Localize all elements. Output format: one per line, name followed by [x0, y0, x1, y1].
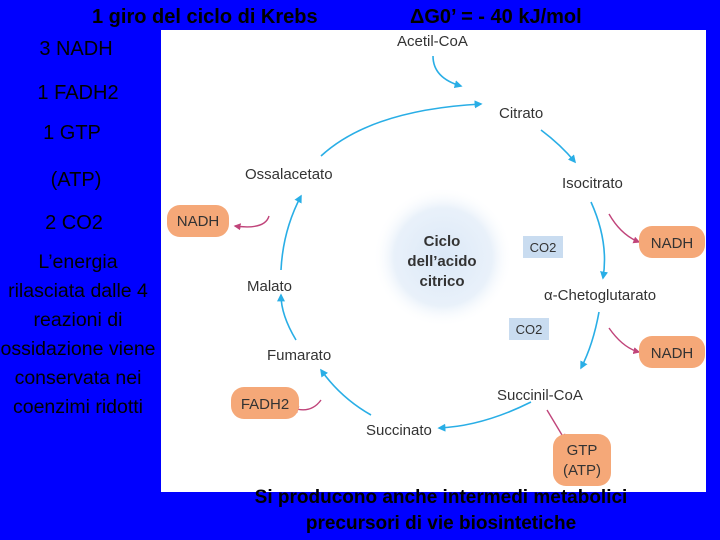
badge-nadh-ketoglutarate — [639, 336, 705, 368]
arrow-fumarate-malate — [277, 293, 297, 341]
badge-fadh2-label: FADH2 — [241, 396, 289, 413]
summary-gtp: 1 GTP — [43, 122, 101, 144]
summary-co2: 2 CO2 — [45, 212, 103, 234]
badge-co2-1-label: CO2 — [530, 240, 557, 255]
arrow-acetylcoa-entry — [432, 55, 463, 89]
badge-gtp-label: GTP — [567, 442, 598, 459]
arrow-to-nadh-isocitrate — [608, 213, 641, 244]
arrow-succinylcoa-succinate — [437, 401, 532, 432]
energy-description: L’energia rilasciata dalle 4 reazioni di… — [0, 248, 156, 422]
badge-nadh-malate — [167, 205, 229, 237]
footer-line1: Si producono anche intermedi metabolici — [254, 487, 628, 508]
center-glow — [373, 187, 513, 327]
summary-atp: (ATP) — [50, 169, 102, 191]
title-left: 1 giro del ciclo di Krebs — [92, 6, 318, 28]
arrow-ketoglutarate-succinylcoa — [580, 311, 600, 370]
badge-co2-1 — [523, 236, 563, 258]
metabolite-fumarate: Fumarato — [267, 347, 331, 364]
desc-rest: rilasciata dalle 4 reazioni di ossidazio… — [0, 280, 156, 418]
metabolite-ketoglutarate: α-Chetoglutarato — [544, 287, 656, 304]
metabolite-succinyl-coa: Succinil-CoA — [497, 387, 583, 404]
badge-nadh-isocitrate — [639, 226, 705, 258]
badge-co2-2-label: CO2 — [516, 322, 543, 337]
badge-nadh-malate-label: NADH — [177, 213, 220, 230]
arrow-oxaloacetate-citrate — [320, 100, 483, 157]
krebs-cycle-diagram: Acetil-CoA Citrato Isocitrato α-Chetoglu… — [167, 33, 705, 486]
title-right: ΔG0’ = - 40 kJ/mol — [410, 6, 582, 28]
metabolite-succinate: Succinato — [366, 422, 432, 439]
badge-gtp-atp — [553, 434, 611, 486]
diagram-panel: Acetil-CoA Citrato Isocitrato α-Chetoglu… — [161, 30, 706, 492]
arrow-to-nadh-malate — [233, 215, 270, 231]
badge-nadh-isocitrate-label: NADH — [651, 235, 694, 252]
metabolite-oxaloacetate: Ossalacetato — [245, 166, 333, 183]
arrow-malate-oxaloacetate — [280, 194, 302, 271]
center-title-line2: dell’acido — [407, 253, 476, 270]
center-title-line1: Ciclo — [424, 233, 461, 250]
summary-fadh2: 1 FADH2 — [37, 82, 119, 104]
metabolite-malate: Malato — [247, 278, 292, 295]
center-title-line3: citrico — [419, 273, 464, 290]
badge-co2-2 — [509, 318, 549, 340]
metabolite-isocitrate: Isocitrato — [562, 175, 623, 192]
arrow-to-nadh-ketoglutarate — [608, 327, 641, 355]
metabolite-citrate: Citrato — [499, 105, 543, 122]
summary-nadh: 3 NADH — [39, 38, 113, 60]
badge-fadh2 — [231, 387, 299, 419]
footer-line2: precursori di vie biosintetiche — [305, 513, 577, 534]
badge-nadh-ketoglutarate-label: NADH — [651, 345, 694, 362]
badge-atp-label: (ATP) — [563, 462, 601, 479]
arrow-citrate-isocitrate — [540, 129, 577, 164]
metabolite-acetyl-coa: Acetil-CoA — [397, 33, 468, 50]
arrow-isocitrate-ketoglutarate — [590, 201, 608, 280]
arrow-succinate-fumarate — [320, 368, 372, 416]
desc-first-line: L’energia — [38, 251, 118, 273]
